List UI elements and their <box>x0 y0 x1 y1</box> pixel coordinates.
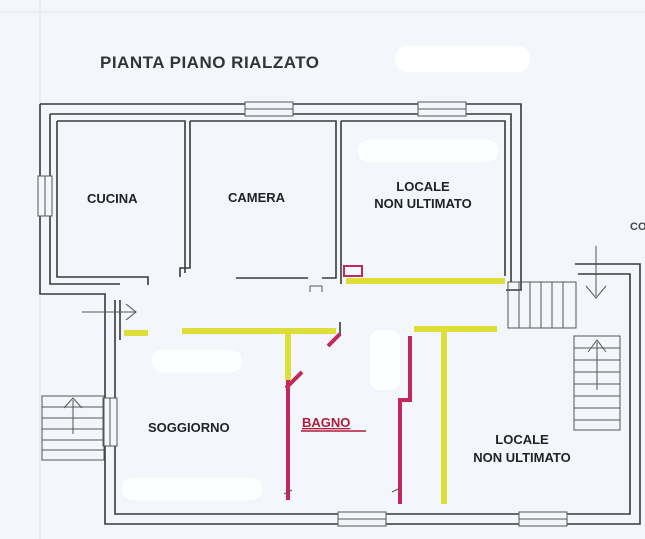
redaction-marks <box>122 140 498 500</box>
room-label-locale-bottom-1: LOCALE <box>495 432 549 447</box>
stairs-right-top <box>507 281 577 329</box>
stairs-right-lower <box>573 335 621 431</box>
new-walls-yellow <box>124 278 505 504</box>
stairs-right-down-arrow-icon <box>585 246 607 299</box>
room-label-locale-bottom-2: NON ULTIMATO <box>473 450 571 465</box>
plan-title: PIANTA PIANO RIALZATO <box>100 53 320 72</box>
room-label-locale-top-2: NON ULTIMATO <box>374 196 472 211</box>
door-marks <box>283 285 401 495</box>
internal-walls <box>56 120 506 340</box>
stairs-left <box>41 395 105 461</box>
room-label-locale-top-1: LOCALE <box>396 179 450 194</box>
demolition-walls-red <box>284 332 412 504</box>
room-label-camera: CAMERA <box>228 190 286 205</box>
room-label-soggiorno: SOGGIORNO <box>148 420 230 435</box>
red-marker <box>343 265 363 277</box>
entrance-arrow-icon <box>82 303 137 321</box>
windows <box>37 101 568 527</box>
edge-text-fragment: CO <box>630 221 645 233</box>
redaction-mark <box>395 46 530 72</box>
room-label-bagno: BAGNO <box>302 415 350 430</box>
room-label-cucina: CUCINA <box>87 191 138 206</box>
